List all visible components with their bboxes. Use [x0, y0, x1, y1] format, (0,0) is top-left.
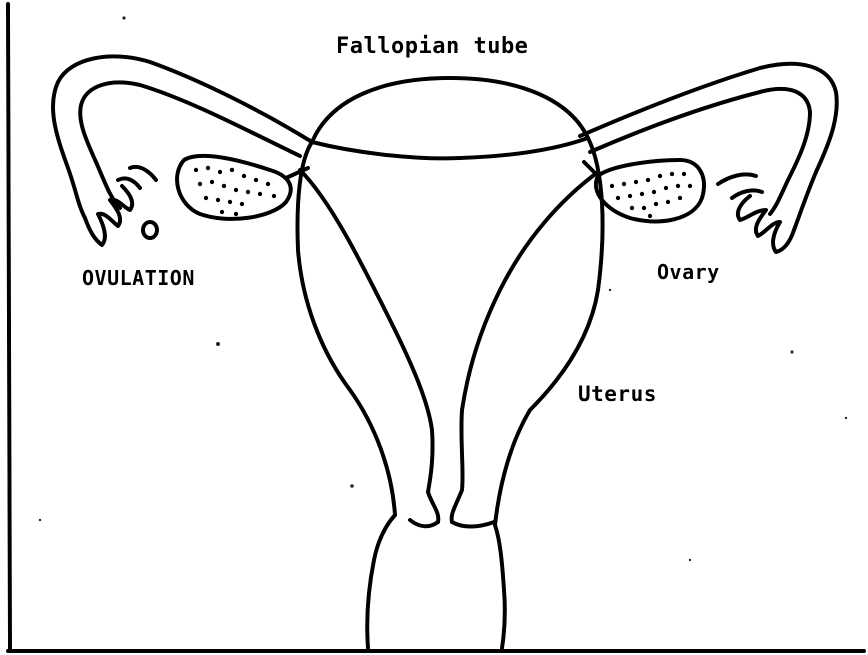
uterus-body [298, 138, 603, 527]
page-border [8, 4, 864, 651]
ovary-label: Ovary [657, 260, 720, 284]
left-ovary [177, 156, 308, 219]
uterus-label: Uterus [578, 382, 657, 406]
left-fallopian-tube [53, 56, 312, 218]
right-fimbriae [718, 174, 794, 252]
uterus-fundus [312, 78, 588, 158]
vagina [367, 515, 505, 648]
right-fallopian-tube [580, 64, 837, 230]
egg [143, 222, 157, 238]
ovulation-label: OVULATION [82, 266, 195, 290]
fallopian-tube-label: Fallopian tube [336, 34, 528, 59]
